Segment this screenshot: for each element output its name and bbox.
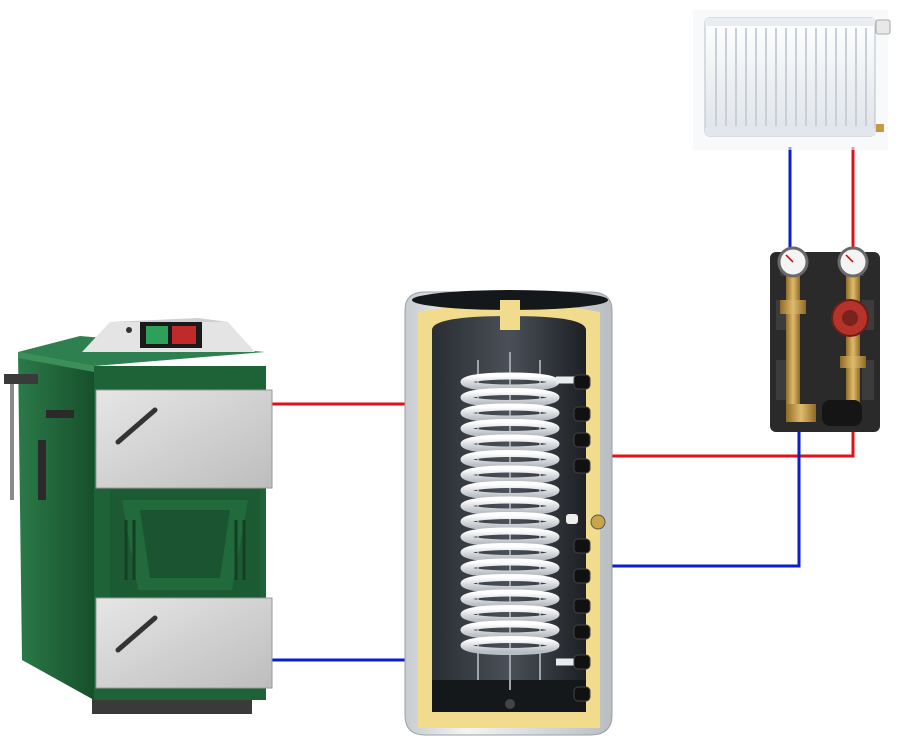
tank-ports <box>573 374 591 702</box>
buffer-tank-with-coil-icon <box>404 290 613 736</box>
pipes <box>271 147 855 662</box>
tank-port <box>573 654 591 670</box>
tank-port <box>573 598 591 614</box>
tank-port <box>573 686 591 702</box>
solid-fuel-boiler-icon <box>4 318 273 714</box>
heat-exchanger-coil-icon <box>460 372 588 666</box>
upper-door-icon <box>95 389 273 489</box>
tank-port <box>573 458 591 474</box>
pipe-tank-to-pump-supply <box>612 428 855 458</box>
tank-port <box>573 538 591 554</box>
tank-port <box>573 406 591 422</box>
tank-port <box>573 624 591 640</box>
tank-port <box>573 374 591 390</box>
panel-radiator-icon <box>693 10 891 150</box>
tank-port <box>573 432 591 448</box>
tank-port <box>573 568 591 584</box>
pump-station-icon <box>770 246 880 432</box>
pipe-pump-to-tank-return <box>612 428 801 568</box>
coil-turn <box>460 636 560 655</box>
